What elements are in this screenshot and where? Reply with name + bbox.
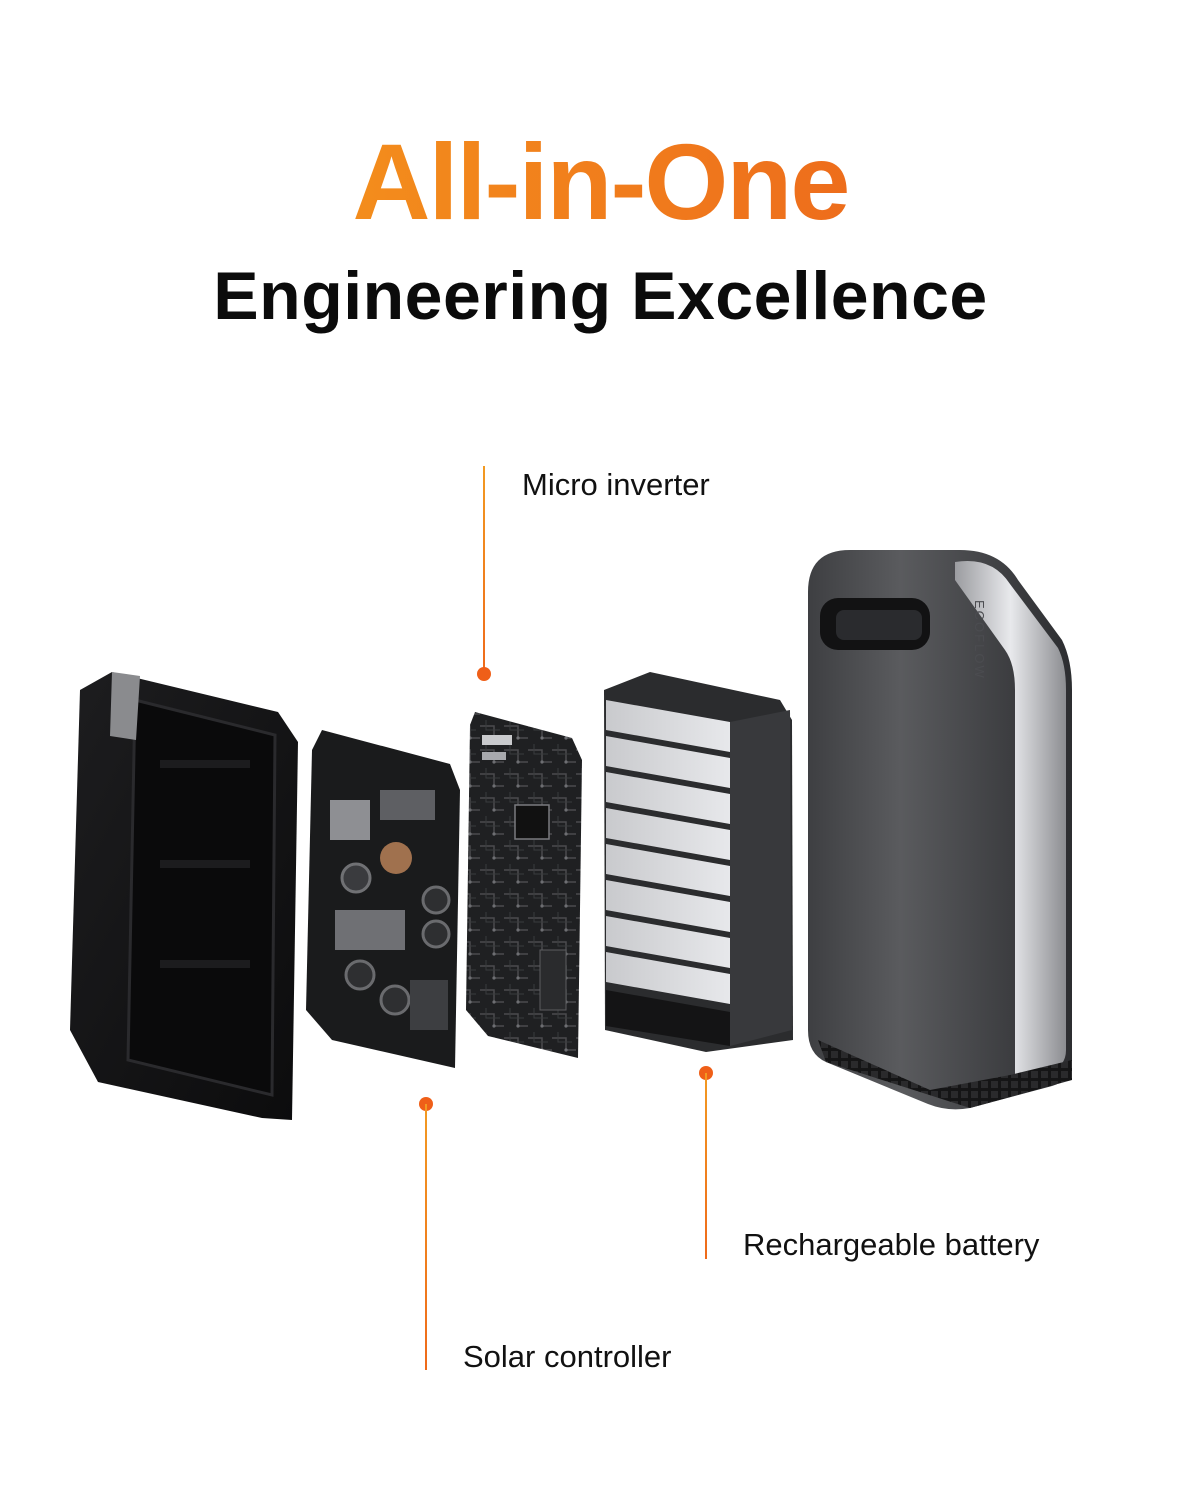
solar-controller-leader bbox=[425, 1104, 427, 1370]
page-title: All-in-One bbox=[0, 128, 1201, 236]
rear-shell bbox=[70, 672, 298, 1120]
solar-controller-label: Solar controller bbox=[463, 1339, 672, 1374]
micro-inverter-dot bbox=[477, 667, 491, 681]
rechargeable-battery-label: Rechargeable battery bbox=[743, 1227, 1040, 1262]
outer-enclosure: ECOFLOW bbox=[808, 550, 1072, 1110]
battery-pack bbox=[604, 672, 793, 1052]
solar-controller-board bbox=[306, 730, 460, 1068]
micro-inverter-board bbox=[466, 712, 582, 1058]
rechargeable-battery-leader bbox=[705, 1073, 707, 1259]
micro-inverter-label: Micro inverter bbox=[522, 467, 710, 502]
brand-mark: ECOFLOW bbox=[972, 600, 987, 680]
page-subtitle: Engineering Excellence bbox=[213, 258, 988, 334]
micro-inverter-leader bbox=[483, 466, 485, 674]
battery-cells bbox=[606, 700, 730, 1004]
